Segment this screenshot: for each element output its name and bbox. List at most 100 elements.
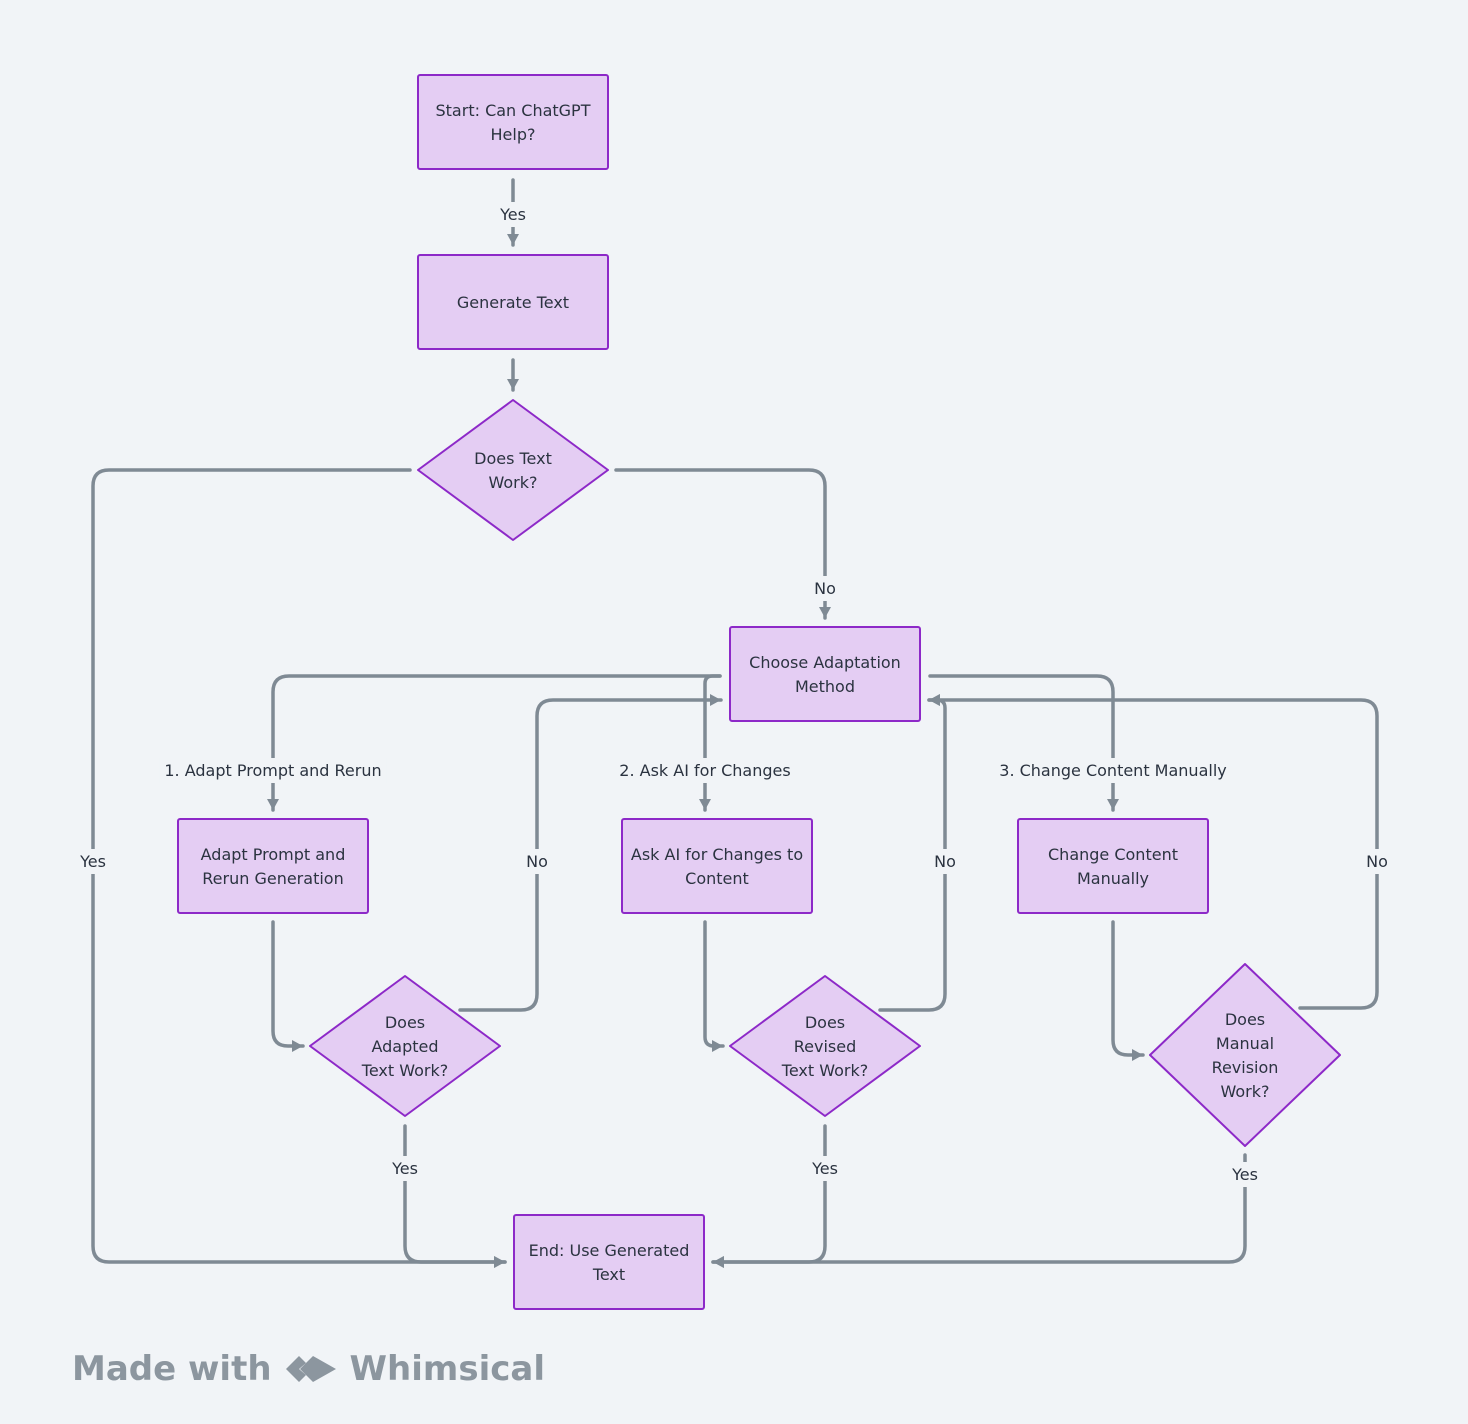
arrowhead-icon: [494, 1256, 505, 1268]
edge-line: [271, 920, 305, 1048]
edge-label-text: Yes: [79, 852, 106, 871]
decision-diamond: [417, 399, 609, 541]
node-label-line: Does: [805, 1013, 845, 1032]
node-generate[interactable]: Generate Text: [417, 254, 609, 350]
edge-choose-option1[interactable]: [267, 674, 722, 812]
edge-choose-option3[interactable]: [928, 674, 1119, 812]
edge-label-background: [521, 849, 553, 874]
process-box: [177, 818, 369, 914]
edge-label: 1. Adapt Prompt and Rerun: [159, 758, 387, 783]
edge-revised-yes[interactable]: [711, 1124, 827, 1268]
edge-label-background: [159, 758, 387, 783]
edge-choose-option2[interactable]: [699, 674, 722, 812]
node-label-line: Does: [385, 1013, 425, 1032]
arrowhead-icon: [1132, 1049, 1143, 1061]
node-label-line: End: Use Generated: [529, 1241, 690, 1260]
arrowhead-icon: [507, 234, 519, 245]
edge-label-background: [929, 849, 961, 874]
node-start[interactable]: Start: Can ChatGPT Help?: [417, 74, 609, 170]
edge-adapted-yes[interactable]: [403, 1124, 507, 1268]
edge-label: 2. Ask AI for Changes: [614, 758, 796, 783]
edge-generate-to-check[interactable]: [507, 358, 519, 392]
edge-label-text: Yes: [499, 205, 526, 224]
node-label-line: Content: [685, 869, 749, 888]
arrowhead-icon: [699, 799, 711, 810]
edge-manual-to-check[interactable]: [1111, 920, 1145, 1061]
edge-label: No: [809, 576, 841, 601]
node-label-line: Generate Text: [457, 293, 569, 312]
watermark-prefix: Made with: [72, 1349, 272, 1389]
arrowhead-icon: [267, 799, 279, 810]
edge-check-no[interactable]: [614, 468, 831, 620]
process-box: [513, 1214, 705, 1310]
arrowhead-icon: [507, 379, 519, 390]
edge-label-text: No: [934, 852, 956, 871]
node-label-line: Text Work?: [781, 1061, 868, 1080]
edge-adapt-to-check[interactable]: [271, 920, 305, 1052]
node-label-line: Revision: [1212, 1058, 1279, 1077]
edge-line: [403, 1124, 507, 1264]
nodes-layer: Start: Can ChatGPT Help? Generate TextDoes…: [177, 74, 1341, 1310]
arrowhead-icon: [713, 1256, 724, 1268]
edge-line: [614, 468, 827, 620]
edge-label: No: [521, 849, 553, 874]
node-ask-ai[interactable]: Ask AI for Changes to Content: [621, 818, 813, 914]
edge-label-text: 1. Adapt Prompt and Rerun: [164, 761, 381, 780]
edge-label: Yes: [74, 849, 111, 874]
node-label-line: Does Text: [474, 449, 552, 468]
edge-label-background: [494, 202, 531, 227]
decision-diamond: [309, 975, 501, 1117]
edge-line: [928, 674, 1115, 812]
edge-label-background: [809, 576, 841, 601]
node-label-line: Revised: [794, 1037, 857, 1056]
edge-ask-to-check[interactable]: [703, 920, 725, 1052]
edge-label: No: [929, 849, 961, 874]
edge-label-background: [1226, 1162, 1263, 1187]
arrowhead-icon: [292, 1040, 303, 1052]
node-label-line: Work?: [488, 473, 537, 492]
edges-layer: [91, 178, 1379, 1268]
node-label-line: Ask AI for Changes to: [631, 845, 803, 864]
edge-label-background: [1361, 849, 1393, 874]
process-box: [621, 818, 813, 914]
edge-label-background: [614, 758, 796, 783]
node-label-line: Help?: [491, 125, 536, 144]
process-box: [417, 74, 609, 170]
edge-label-text: Yes: [1231, 1165, 1258, 1184]
edge-label-text: No: [814, 579, 836, 598]
made-with-whimsical-badge[interactable]: Made with Whimsical: [72, 1344, 545, 1394]
edge-label-text: No: [526, 852, 548, 871]
edge-line: [711, 1124, 827, 1264]
edge-label: Yes: [806, 1156, 843, 1181]
edge-line: [1111, 920, 1145, 1057]
edge-label-background: [806, 1156, 843, 1181]
whimsical-logo-icon: [285, 1356, 336, 1382]
edge-manual-yes[interactable]: [711, 1153, 1247, 1268]
node-label-line: Choose Adaptation: [749, 653, 901, 672]
process-box: [729, 626, 921, 722]
edge-label-text: Yes: [811, 1159, 838, 1178]
edge-line: [711, 1153, 1247, 1264]
edge-label: Yes: [386, 1156, 423, 1181]
node-label-line: Adapt Prompt and: [201, 845, 346, 864]
node-label-line: Start: Can ChatGPT: [436, 101, 591, 120]
decision-diamond: [729, 975, 921, 1117]
node-label-line: Does: [1225, 1010, 1265, 1029]
watermark-brand: Whimsical: [349, 1349, 545, 1389]
node-label-line: Adapted: [371, 1037, 438, 1056]
node-label-line: Work?: [1220, 1082, 1269, 1101]
node-label-line: Manually: [1077, 869, 1149, 888]
node-label-line: Rerun Generation: [202, 869, 343, 888]
edge-label: Yes: [494, 202, 531, 227]
node-label-line: Text Work?: [361, 1061, 448, 1080]
